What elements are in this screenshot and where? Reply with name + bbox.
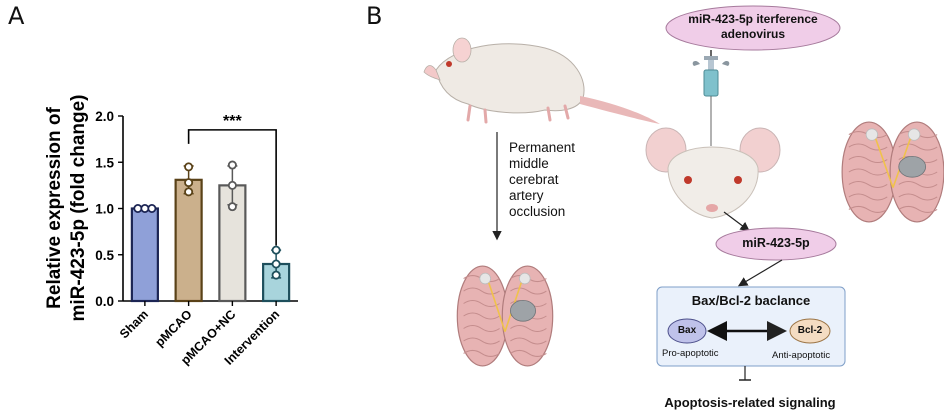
mirna-to-box-arrow [737, 259, 783, 287]
y-tick-label: 2.0 [95, 109, 114, 124]
bax-label: Bax [677, 325, 697, 336]
inhibition-symbol [739, 366, 751, 381]
significance-label: *** [223, 113, 242, 130]
y-tick-label: 0.5 [95, 248, 114, 263]
panel-a-label: A [8, 2, 25, 30]
panel-b-label: B [366, 2, 383, 30]
bottom-label: Apoptosis-related signaling [664, 395, 836, 410]
bcl2-ellipse [789, 318, 831, 344]
mirna-label: miR-423-5p [742, 236, 810, 250]
significance-bracket [187, 129, 277, 246]
data-point [147, 203, 157, 213]
occlusion-label: Permanent middle cerebrat artery occlusi… [509, 140, 576, 219]
data-point [271, 259, 281, 269]
pro-apoptotic-label: Pro-apoptotic [662, 348, 719, 359]
brain-illustration-right [841, 121, 944, 223]
y-tick-label: 1.0 [95, 202, 114, 217]
bar-pmcao [174, 178, 203, 303]
y-axis-label: Relative expression of miR-423-5p (fold … [44, 95, 89, 322]
brain-illustration-left [456, 265, 554, 367]
data-point [227, 160, 237, 170]
data-point [227, 202, 237, 212]
data-point [271, 270, 281, 280]
virus-label: miR-423-5p iterference adenovirus [688, 12, 818, 41]
anti-apoptotic-label: Anti-apoptotic [772, 350, 831, 361]
y-axis-label-line2: miR-423-5p (fold change) [68, 95, 89, 322]
rat-face-illustration [645, 127, 781, 219]
data-point [184, 178, 194, 188]
syringe-icon [692, 50, 730, 146]
rat-side-illustration [423, 37, 660, 124]
y-tick-label: 1.5 [95, 155, 114, 170]
y-axis-label-line1: Relative expression of [44, 106, 65, 308]
bar-chart: Relative expression of miR-423-5p (fold … [44, 95, 298, 368]
bax-ellipse [667, 318, 707, 344]
virus-ellipse [665, 5, 841, 51]
data-point [227, 180, 237, 190]
rat-to-mirna-arrow [723, 211, 750, 232]
mirna-ellipse [715, 227, 837, 261]
y-tick-label: 0.0 [95, 294, 114, 309]
data-point [184, 162, 194, 172]
data-point [271, 245, 281, 255]
bcl2-label: Bcl-2 [797, 325, 823, 336]
data-point [184, 187, 194, 197]
box-title: Bax/Bcl-2 baclance [691, 293, 811, 308]
